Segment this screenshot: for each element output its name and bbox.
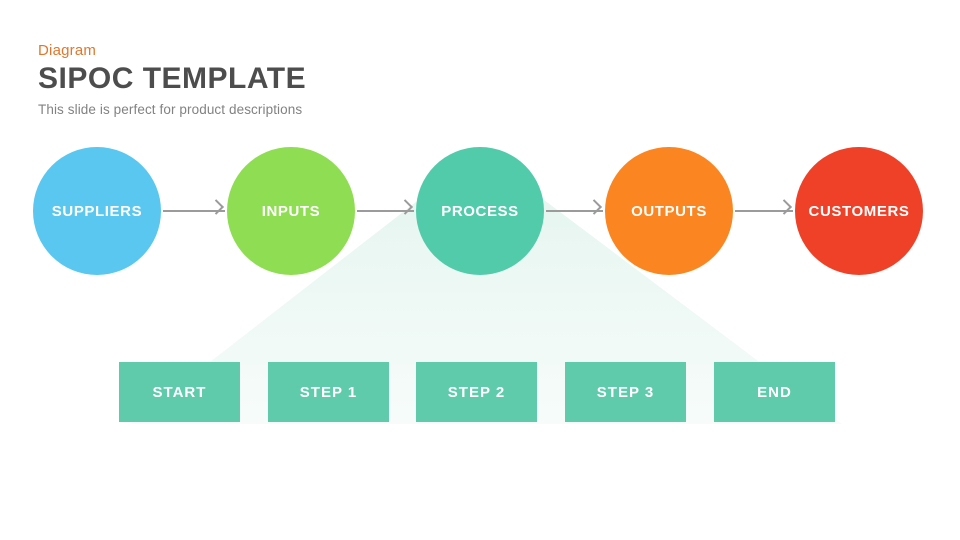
page-subtitle: This slide is perfect for product descri… (38, 102, 303, 117)
circle-process-label: PROCESS (441, 202, 519, 220)
circle-customers[interactable]: CUSTOMERS (795, 147, 923, 275)
circle-outputs[interactable]: OUTPUTS (605, 147, 733, 275)
slide-header: Diagram SIPOC TEMPLATE This slide is per… (38, 42, 306, 117)
step-box-step1[interactable]: STEP 1 (268, 362, 389, 422)
page-title: SIPOC TEMPLATE (38, 62, 307, 95)
step-box-end-label: END (757, 383, 792, 401)
flow-arrow-icon (163, 210, 225, 212)
circle-suppliers[interactable]: SUPPLIERS (33, 147, 161, 275)
circle-inputs-label: INPUTS (261, 202, 321, 220)
step-box-step2-label: STEP 2 (447, 383, 506, 401)
step-box-step1-label: STEP 1 (299, 383, 358, 401)
step-box-end[interactable]: END (714, 362, 835, 422)
step-box-step3[interactable]: STEP 3 (565, 362, 686, 422)
step-box-step2[interactable]: STEP 2 (416, 362, 537, 422)
circle-customers-label: CUSTOMERS (808, 202, 910, 220)
step-box-start-label: START (152, 383, 207, 401)
circle-outputs-label: OUTPUTS (631, 202, 707, 220)
step-box-step3-label: STEP 3 (596, 383, 655, 401)
circle-inputs[interactable]: INPUTS (227, 147, 355, 275)
step-box-start[interactable]: START (119, 362, 240, 422)
flow-arrow-icon (357, 210, 414, 212)
flow-arrow-icon (546, 210, 603, 212)
circle-suppliers-label: SUPPLIERS (51, 202, 143, 220)
flow-arrow-icon (735, 210, 793, 212)
category-label: Diagram (38, 42, 97, 59)
circle-process[interactable]: PROCESS (416, 147, 544, 275)
